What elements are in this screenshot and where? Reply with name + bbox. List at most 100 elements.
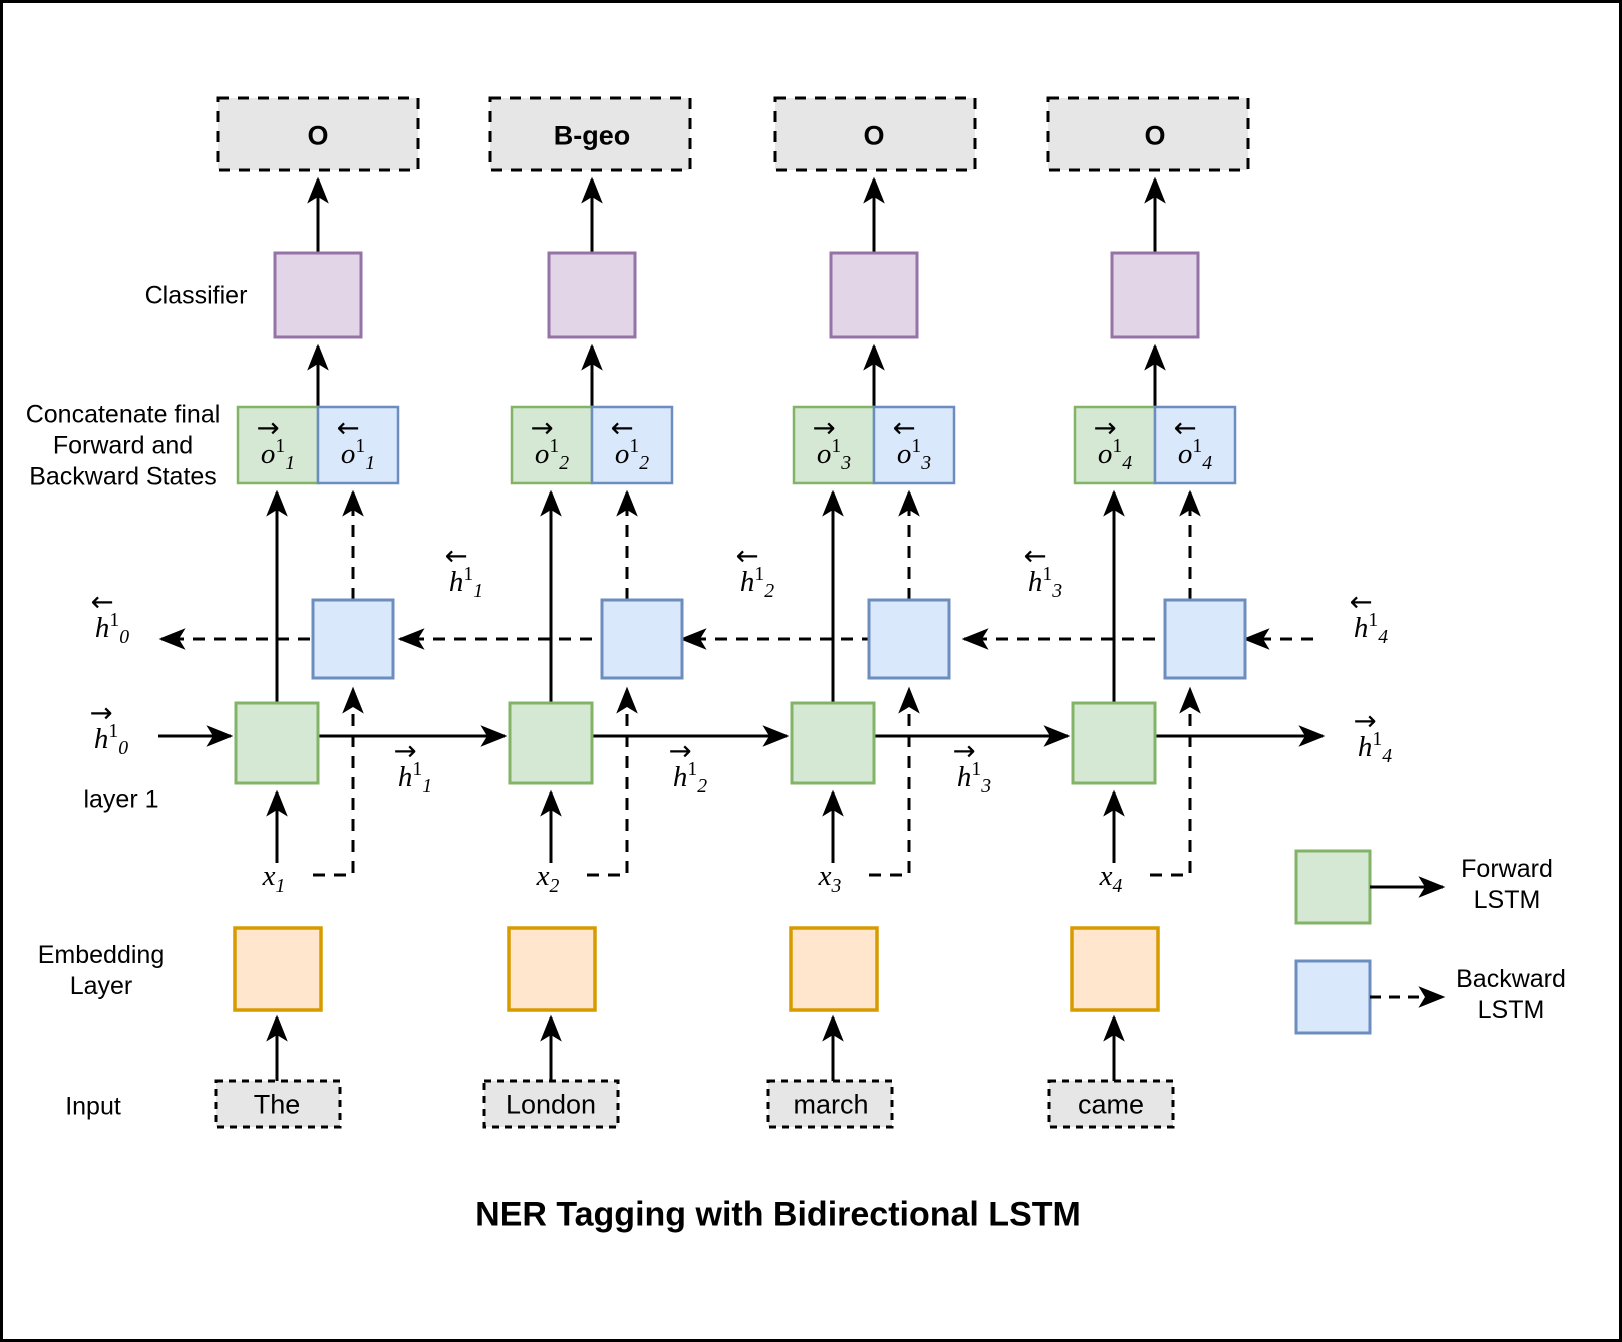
backward-state-label: ←h13 <box>1023 539 1063 603</box>
word-label: came <box>1077 1089 1145 1120</box>
forward-state-label: →h12 <box>668 734 708 798</box>
legend-item-forward: Forward LSTM <box>1432 854 1582 916</box>
classifier-boxes <box>273 251 1200 339</box>
backward-state-label: ←h11 <box>444 539 484 603</box>
concat-backward-half <box>1153 405 1237 485</box>
concat-forward-half <box>792 405 876 485</box>
word-box <box>766 1079 894 1129</box>
row-label-classifier: Classifier <box>144 281 248 310</box>
tag-box <box>773 96 977 172</box>
word-box <box>1047 1079 1175 1129</box>
backward-state-label-h0: ←h10 <box>90 585 130 649</box>
row-label-layer1: layer 1 <box>83 785 159 814</box>
input-to-backward-dashed <box>313 686 1201 877</box>
tag-label: B-geo <box>553 120 631 151</box>
concat-label-line2: Forward and <box>52 431 194 460</box>
concat-forward-symbol: →o13 <box>812 411 852 475</box>
legend-forward-line2: LSTM <box>1473 886 1541 914</box>
concat-to-classifier-arrows <box>307 343 1166 407</box>
backward-state-label: ←h12 <box>735 539 775 603</box>
word-box <box>482 1079 620 1129</box>
row-label-embedding: Embedding Layer <box>3 940 206 1002</box>
tag-box <box>1046 96 1250 172</box>
left-arrow-icon: ← <box>1173 411 1197 444</box>
input-symbol: x4 <box>1099 860 1123 897</box>
concat-label-line3: Backward States <box>29 462 217 491</box>
left-arrow-icon: ← <box>90 585 114 618</box>
right-arrow-icon: → <box>1093 411 1117 444</box>
tag-box <box>488 96 692 172</box>
concat-label-line1: Concatenate final <box>25 400 221 429</box>
forward-lstm-cell <box>790 701 876 785</box>
forward-state-label: →h11 <box>393 734 433 798</box>
embedding-box <box>789 926 879 1012</box>
classifier-box <box>829 251 919 339</box>
left-arrow-icon: ← <box>1023 539 1047 572</box>
concat-backward-symbol: ←o12 <box>610 411 650 475</box>
legend-forward-line1: Forward <box>1461 855 1553 883</box>
classifier-to-tag-arrows <box>307 176 1166 253</box>
forward-state-label-h0: →h10 <box>89 696 129 760</box>
classifier-box <box>547 251 637 339</box>
embedding-label-line2: Layer <box>69 972 133 1000</box>
concat-forward-symbol: →o14 <box>1093 411 1133 475</box>
tag-boxes <box>216 96 1250 172</box>
forward-to-concat-arrows <box>266 489 1125 703</box>
forward-lstm-cell <box>1071 701 1157 785</box>
concat-backward-half <box>316 405 400 485</box>
input-symbol: x2 <box>536 860 560 897</box>
right-arrow-icon: → <box>1353 704 1377 737</box>
tag-label: O <box>1144 120 1166 151</box>
tag-box <box>216 96 420 172</box>
forward-lstm-cell <box>508 701 594 785</box>
right-arrow-icon: → <box>530 411 554 444</box>
right-arrow-icon: → <box>812 411 836 444</box>
backward-lstm-cell <box>600 598 684 680</box>
backward-lstm-cell <box>311 598 395 680</box>
right-arrow-icon: → <box>89 696 113 729</box>
word-label: march <box>793 1089 869 1120</box>
backward-to-concat-arrows <box>342 489 1201 600</box>
word-label: The <box>253 1089 301 1120</box>
left-arrow-icon: ← <box>892 411 916 444</box>
legend-graphics <box>1294 849 1446 1035</box>
word-to-embedding-arrows <box>266 1014 1125 1081</box>
right-arrow-icon: → <box>393 734 417 767</box>
tag-label: O <box>863 120 885 151</box>
concat-backward-half <box>590 405 674 485</box>
backward-lstm-cell <box>867 598 951 680</box>
input-symbol: x3 <box>818 860 842 897</box>
left-arrow-icon: ← <box>444 539 468 572</box>
left-arrow-icon: ← <box>610 411 634 444</box>
backward-lstm-cell <box>1163 598 1247 680</box>
embedding-box <box>233 926 323 1012</box>
concat-forward-symbol: →o11 <box>256 411 296 475</box>
legend-backward-swatch <box>1294 959 1372 1035</box>
word-boxes <box>214 1079 1175 1129</box>
legend-backward-line2: LSTM <box>1477 996 1545 1024</box>
forward-lstm-cells <box>234 701 1157 785</box>
concat-backward-symbol: ←o14 <box>1173 411 1213 475</box>
word-box <box>214 1079 342 1129</box>
tag-label: O <box>307 120 329 151</box>
right-arrow-icon: → <box>256 411 280 444</box>
classifier-box <box>273 251 363 339</box>
word-label: London <box>505 1089 597 1120</box>
embedding-label-line1: Embedding <box>37 941 165 969</box>
concat-backward-symbol: ←o13 <box>892 411 932 475</box>
right-arrow-icon: → <box>668 734 692 767</box>
legend-item-backward: Backward LSTM <box>1431 964 1591 1026</box>
concat-backward-half <box>872 405 956 485</box>
input-to-forward-arrows <box>266 789 1125 863</box>
left-arrow-icon: ← <box>735 539 759 572</box>
concat-forward-symbol: →o12 <box>530 411 570 475</box>
input-symbol: x1 <box>262 860 286 897</box>
embedding-box <box>507 926 597 1012</box>
forward-lstm-cell <box>234 701 320 785</box>
backward-state-label-h4: ←h14 <box>1349 585 1389 649</box>
embedding-boxes <box>233 926 1160 1012</box>
forward-state-label-h4: →h14 <box>1353 704 1393 768</box>
embedding-box <box>1070 926 1160 1012</box>
left-arrow-icon: ← <box>336 411 360 444</box>
